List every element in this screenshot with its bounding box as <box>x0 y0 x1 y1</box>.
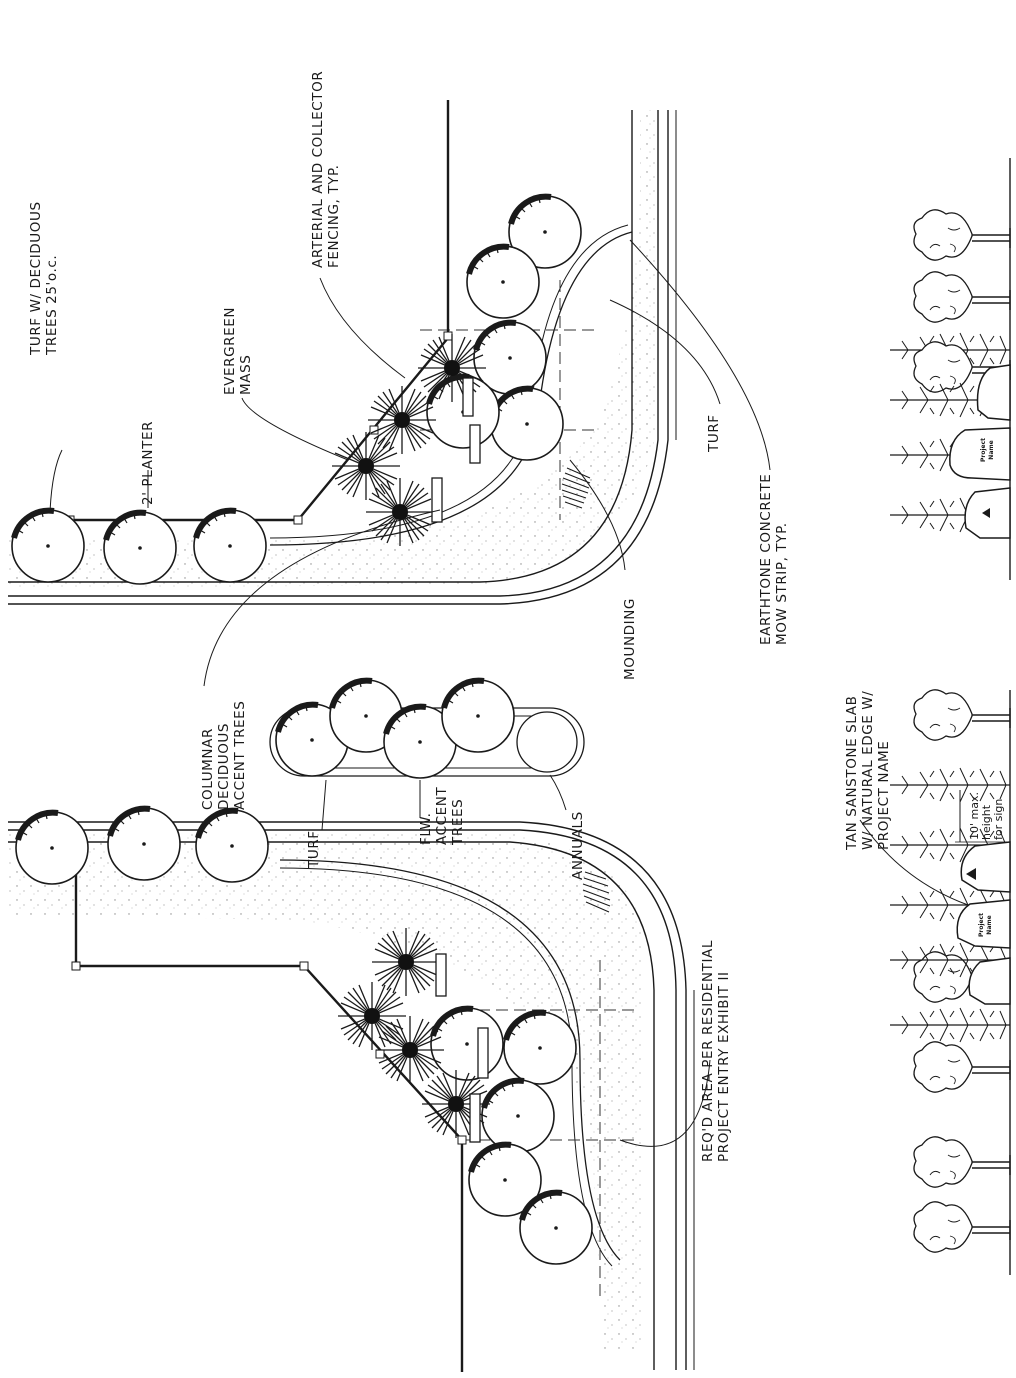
upper-fence <box>70 100 450 522</box>
upper-curb-inner <box>8 110 659 597</box>
evergreen-icon <box>371 927 441 997</box>
label-sign-height-1: 10' max. <box>968 792 981 840</box>
tree-plan-icon <box>442 680 514 752</box>
sign-slab <box>949 427 1011 481</box>
tree-plan-icon <box>482 1080 554 1152</box>
label-sign-slab-1: TAN SANSTONE SLAB <box>844 696 860 851</box>
label-sign-slab-3: PROJECT NAME <box>876 741 892 850</box>
tree-elevation-icon <box>913 271 1011 323</box>
upper-sign-elevation: Project Name <box>889 158 1011 580</box>
label-fencing-2: FENCING, TYP. <box>326 164 342 268</box>
lower-landscape-area <box>8 832 646 1350</box>
label-mow-strip-2: MOW STRIP, TYP. <box>774 522 790 645</box>
tree-elevation-icon <box>913 1136 1011 1188</box>
upper-curb-edge <box>8 110 633 583</box>
tree-elevation-icon <box>913 1041 1011 1093</box>
evergreen-icon <box>367 385 437 455</box>
lower-mounding-hatch <box>582 871 611 913</box>
upper-curb-outer <box>8 110 669 605</box>
label-columnar-2: DECIDUOUS <box>216 723 232 810</box>
label-turf-deciduous-2: TREES 25'o.c. <box>44 255 60 356</box>
tree-plan-icon <box>520 1192 592 1264</box>
tree-plan-icon <box>196 810 268 882</box>
label-reqd-area-1: REQ'D AREA PER RESIDENTIAL <box>700 940 716 1162</box>
evergreen-icon <box>417 333 487 403</box>
label-turf-right: TURF <box>706 414 722 453</box>
tree-elevation-icon <box>913 1201 1011 1253</box>
tree-elevation-icon <box>913 209 1011 261</box>
sign-slab <box>968 957 1011 1005</box>
sign-name-label: Name <box>986 915 993 934</box>
label-columnar-1: COLUMNAR <box>200 728 216 810</box>
label-flw-3: TREES <box>450 799 466 846</box>
label-flw-1: FLW. <box>418 812 434 845</box>
sign-name-label: Name <box>988 440 995 459</box>
sign-slab <box>960 841 1011 893</box>
tree-plan-icon <box>108 808 180 880</box>
tree-plan-icon <box>194 510 266 582</box>
lower-curb-edge <box>8 841 655 1370</box>
pine-elevation-icon <box>889 767 1011 803</box>
lower-curb-inner <box>8 829 677 1370</box>
annotation-labels: TURF W/ DECIDUOUS TREES 25'o.c. 2' PLANT… <box>28 71 1005 1162</box>
label-sign-height-2: height <box>980 804 993 840</box>
lower-mow-strip <box>279 859 621 1261</box>
label-sign-slab-2: W/ NATURAL EDGE W/ <box>860 691 876 850</box>
label-evergreen-1: EVERGREEN <box>222 307 238 395</box>
tree-plan-icon <box>104 512 176 584</box>
pine-elevation-icon <box>889 1007 1011 1043</box>
tree-plan-icon <box>12 510 84 582</box>
lower-curb-outer <box>8 821 687 1370</box>
label-planter: 2' PLANTER <box>140 421 156 505</box>
lower-sign-elevation: Project Name <box>859 689 1011 1275</box>
label-turf-detail: TURF <box>306 830 322 869</box>
evergreen-icon <box>375 1015 445 1085</box>
tree-plan-icon <box>16 812 88 884</box>
label-evergreen-2: MASS <box>238 355 254 395</box>
lower-entry-plan <box>8 808 711 1372</box>
tree-plan-icon <box>504 1012 576 1084</box>
label-reqd-area-2: PROJECT ENTRY EXHIBIT II <box>716 971 732 1162</box>
upper-entry-plan <box>8 100 771 687</box>
upper-mounding-hatch <box>561 467 591 509</box>
tree-plan-icon <box>431 1008 503 1080</box>
sign-slab <box>976 364 1011 421</box>
tree-plan-icon <box>491 388 563 460</box>
label-mounding: MOUNDING <box>622 598 638 680</box>
evergreen-icon <box>331 431 401 501</box>
label-columnar-3: ACCENT TREES <box>232 701 248 810</box>
label-sign-height-3: for sign <box>992 799 1005 840</box>
label-turf-deciduous-1: TURF W/ DECIDUOUS <box>28 201 44 356</box>
tree-elevation-icon <box>913 689 1011 741</box>
label-annuals: ANNUALS <box>570 811 586 880</box>
tree-plan-icon <box>467 246 539 318</box>
sign-slab <box>956 899 1011 949</box>
label-fencing-1: ARTERIAL AND COLLECTOR <box>310 71 326 268</box>
sign-project-label: Project <box>980 438 987 462</box>
accent-tree-detail <box>269 680 585 831</box>
evergreen-icon <box>365 477 435 547</box>
label-flw-2: ACCENT <box>434 787 450 845</box>
sign-project-label: Project <box>978 913 985 937</box>
label-mow-strip-1: EARTHTONE CONCRETE <box>758 474 774 645</box>
